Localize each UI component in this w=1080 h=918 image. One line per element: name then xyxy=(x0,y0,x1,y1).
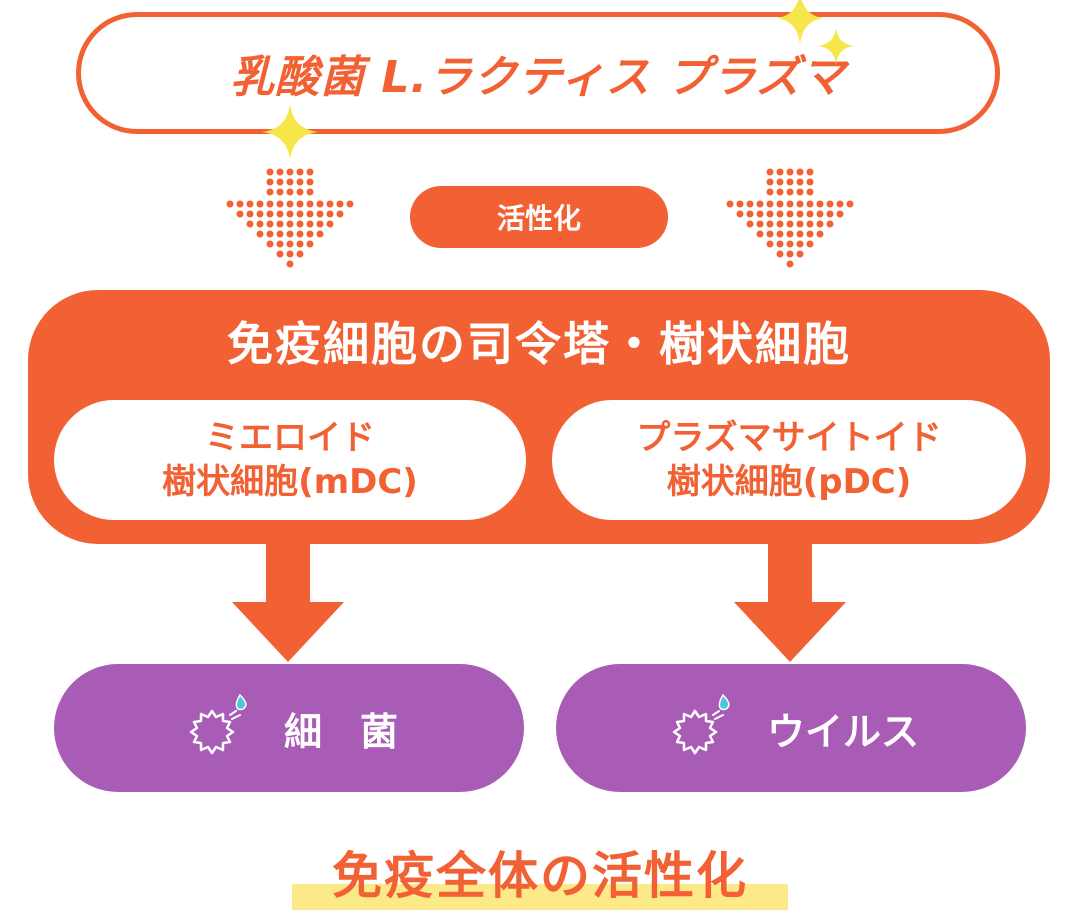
top-pill: 乳酸菌 L.ラクティス プラズマ xyxy=(76,12,1000,134)
sparkle-icon xyxy=(776,0,824,44)
activation-label: 活性化 xyxy=(496,202,581,235)
germ-icon xyxy=(672,693,730,755)
germ-icon xyxy=(189,693,247,755)
conclusion-text: 免疫全体の活性化 xyxy=(332,847,748,905)
virus-pill: ウイルス xyxy=(556,664,1026,792)
bacteria-pill: 細 菌 xyxy=(54,664,524,792)
dendritic-cell-title: 免疫細胞の司令塔・樹状細胞 xyxy=(227,317,851,371)
mdc-pill: ミエロイド 樹状細胞(mDC) xyxy=(54,400,526,520)
bacteria-label: 細 菌 xyxy=(283,709,398,754)
down-arrow-right xyxy=(734,540,846,662)
down-arrow-left xyxy=(232,540,344,662)
top-label: 乳酸菌 L.ラクティス プラズマ xyxy=(230,52,846,103)
dotted-arrow-icon xyxy=(726,168,854,268)
pdc-line2: 樹状細胞(pDC) xyxy=(666,462,912,502)
activation-pill: 活性化 xyxy=(410,186,668,248)
pdc-line1: プラズマサイトイド xyxy=(636,417,942,458)
pdc-pill: プラズマサイトイド 樹状細胞(pDC) xyxy=(552,400,1026,520)
mdc-line1: ミエロイド xyxy=(205,417,375,458)
dotted-arrow-icon xyxy=(226,168,354,268)
mdc-line2: 樹状細胞(mDC) xyxy=(162,462,418,502)
virus-label: ウイルス xyxy=(766,709,919,754)
sparkle-icon xyxy=(818,28,854,64)
conclusion-highlight xyxy=(292,884,788,910)
sparkle-icon xyxy=(262,104,318,160)
